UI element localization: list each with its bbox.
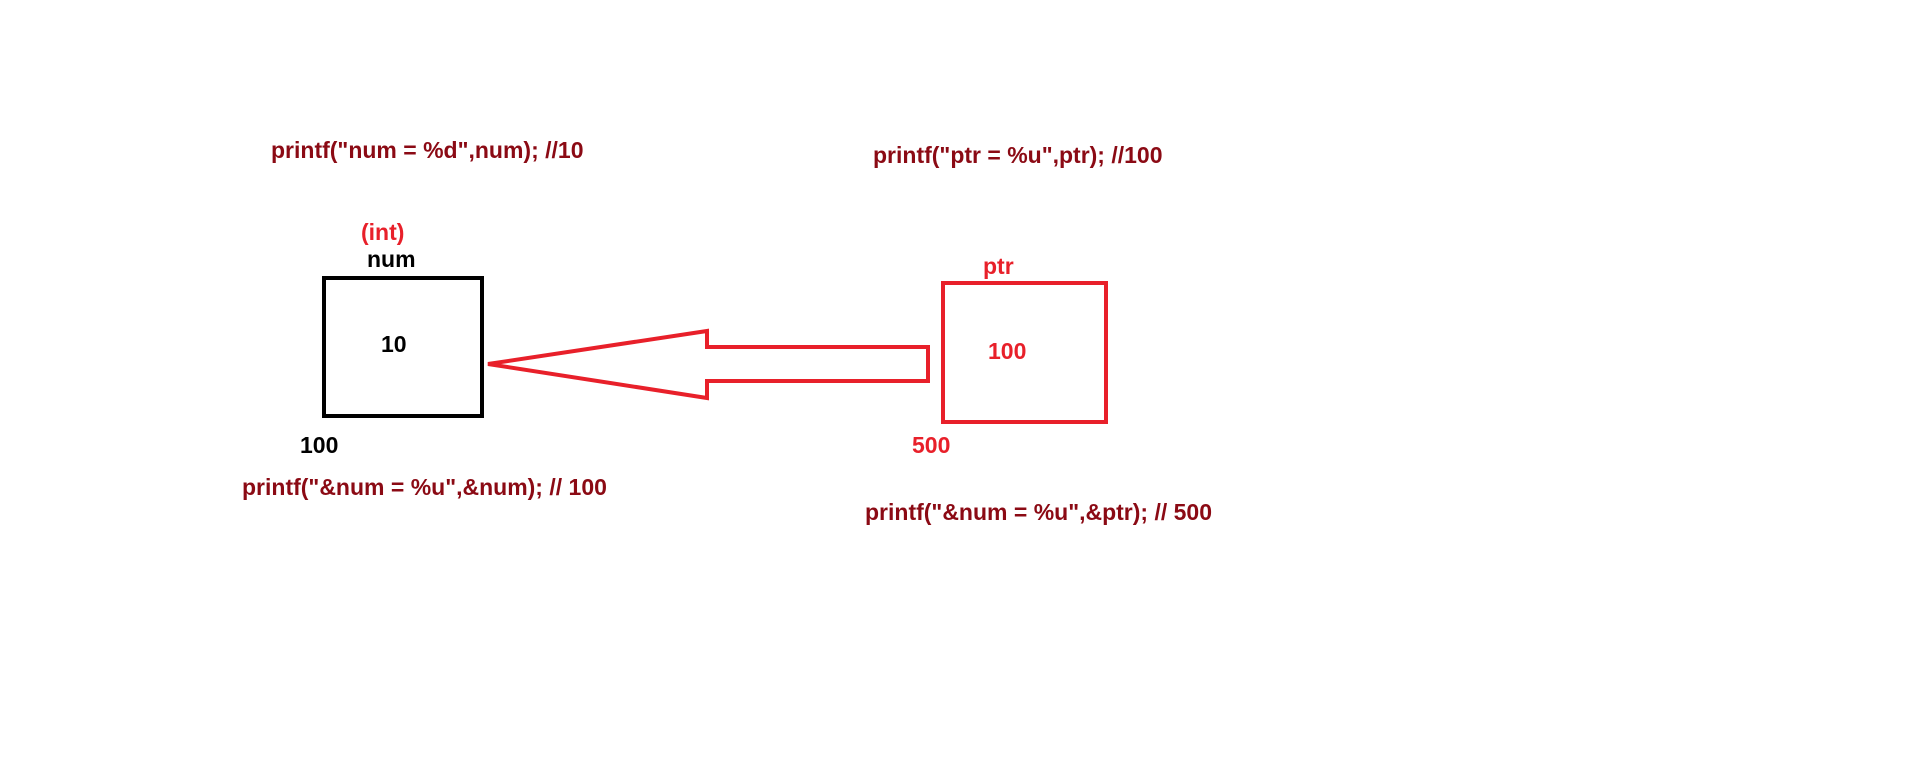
arrow-shape <box>487 328 930 401</box>
num-name-label: num <box>367 246 416 272</box>
ptr-memory-box <box>941 281 1108 424</box>
code-print-ptr: printf("ptr = %u",ptr); //100 <box>873 142 1163 168</box>
code-print-addr-ptr: printf("&num = %u",&ptr); // 500 <box>865 499 1213 525</box>
num-address: 100 <box>300 432 339 458</box>
num-type-label: (int) <box>361 219 405 245</box>
ptr-name-label: ptr <box>983 253 1014 279</box>
code-print-num: printf("num = %d",num); //10 <box>271 137 584 163</box>
ptr-address: 500 <box>912 432 951 458</box>
num-memory-box <box>322 276 484 418</box>
ptr-value: 100 <box>988 338 1027 364</box>
code-print-addr-num: printf("&num = %u",&num); // 100 <box>242 474 607 500</box>
num-value: 10 <box>381 331 407 357</box>
